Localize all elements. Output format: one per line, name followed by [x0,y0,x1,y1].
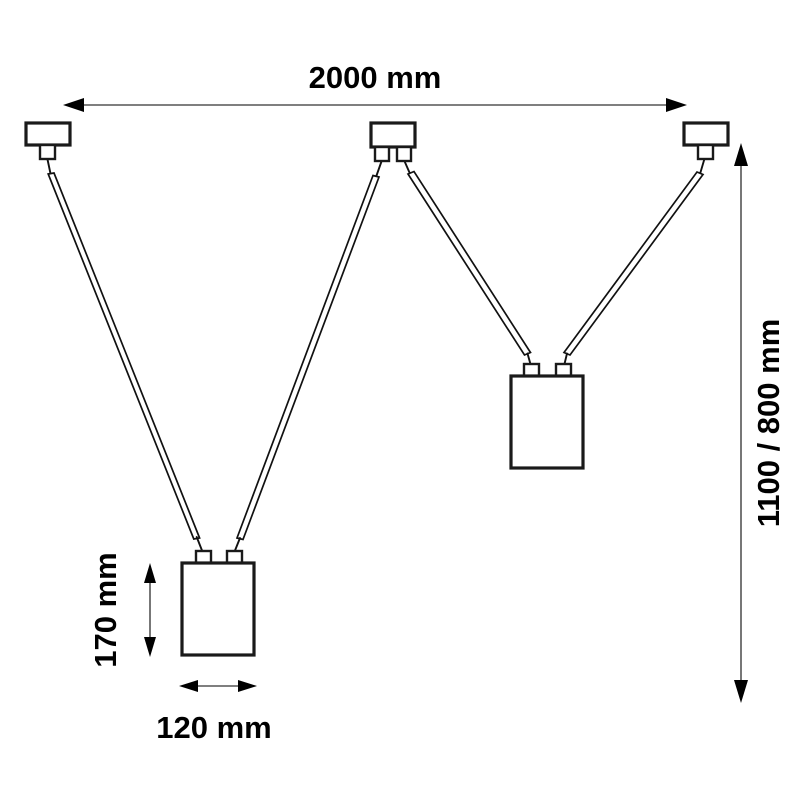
height-dimension-group: 1100 / 800 mm [734,143,786,703]
cable-connector-nub [696,143,715,161]
cable-center-mount-to-left-lamp [233,159,383,554]
canopy-plate [682,121,730,147]
right-lamp [509,362,585,470]
cable-rod [47,172,201,540]
left-lamp [180,549,256,657]
cable-rod [406,170,532,357]
lamp-shade-body [180,561,256,657]
canopy-plate [24,121,72,147]
lamp-width-dimension-group: 120 mm [156,680,272,745]
width-arrow-left [63,98,84,112]
lamp-width-arrow-left [179,680,198,692]
cable-right-mount-to-right-lamp [562,156,706,367]
cable-connector-nub-left [373,145,391,163]
cable-connector-nub [38,143,57,161]
width-dimension-label: 2000 mm [309,60,442,95]
cable-rod [235,174,381,541]
lamp-width-dimension-label: 120 mm [156,710,271,745]
height-dimension-label: 1100 / 800 mm [751,319,786,528]
center-ceiling-mount [369,121,417,163]
canopy-plate [369,121,417,149]
lamp-shade-body [509,374,585,470]
height-arrow-top [734,143,748,166]
lamp-height-arrow-bottom [144,637,156,657]
cable-top-wire [375,159,383,178]
cable-left-mount-to-left-lamp [46,156,204,554]
cable-connector-nub-right [395,145,413,163]
cable-rod [562,170,705,357]
lamp-width-arrow-right [238,680,257,692]
height-arrow-bottom [734,680,748,703]
left-ceiling-mount [24,121,72,161]
cable-center-mount-to-right-lamp [403,159,532,367]
width-arrow-right [666,98,687,112]
lamp-height-dimension-group: 170 mm [88,552,156,668]
width-dimension-group: 2000 mm [63,60,687,112]
lamp-height-arrow-top [144,563,156,583]
right-ceiling-mount [682,121,730,161]
lamp-height-dimension-label: 170 mm [88,552,123,667]
